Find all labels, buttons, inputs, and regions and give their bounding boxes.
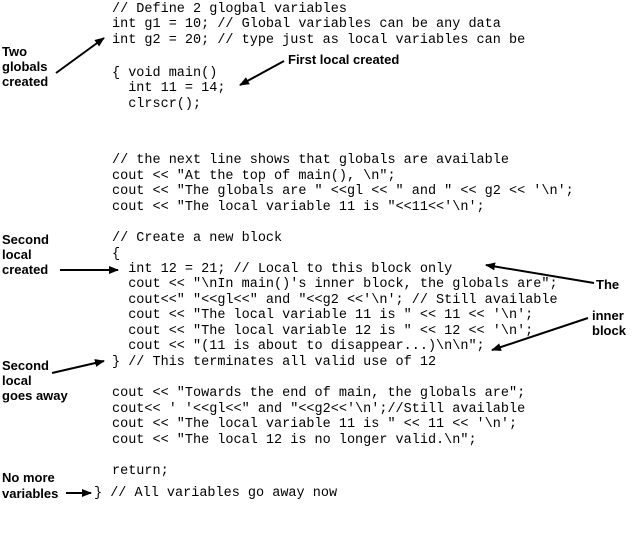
code-line-comment-globals-available: // the next line shows that globals are … (112, 153, 509, 168)
code-line-comment-define-globals: // Define 2 glogbal variables (112, 2, 347, 17)
annotation-two-globals-line-1: Two (2, 44, 28, 59)
annotation-no-more-variables-line-2: variables (2, 486, 59, 501)
code-line-cout-local-11: cout << "The local variable 11 is "<<11<… (112, 200, 485, 215)
annotation-inner-block-line-1: The (596, 277, 620, 292)
code-line-cout-towards-end: cout << "Towards the end of main, the gl… (112, 386, 526, 401)
code-line-cout-no-longer-valid: cout << "The local 12 is no longer valid… (112, 433, 477, 448)
arrow-first-local (239, 60, 285, 86)
arrow-inner-block-top (485, 262, 595, 284)
code-line-cout-globals-are: cout << "The globals are " <<gl << " and… (112, 184, 574, 199)
arrow-two-globals (55, 37, 105, 74)
code-line-int-12: int 12 = 21; // Local to this block only (112, 262, 453, 277)
code-line-void-main: { void main() (112, 66, 218, 81)
annotation-second-local-created-line-1: Second (2, 232, 49, 247)
code-line-close-brace-main: } // All variables go away now (94, 486, 338, 501)
code-line-clrscr: clrscr(); (112, 97, 202, 112)
code-line-cout-local-11-end: cout << "The local variable 11 is " << 1… (112, 417, 518, 432)
annotation-no-more-variables-line-1: No more (2, 470, 55, 485)
annotation-two-globals-line-3: created (2, 74, 49, 89)
code-line-int-g2: int g2 = 20; // type just as local varia… (112, 33, 526, 48)
code-line-cout-about-to-disappear: cout << "(11 is about to disappear...)\n… (112, 339, 485, 354)
annotation-inner-block-line-2: inner (592, 308, 624, 323)
annotation-two-globals-line-2: globals (2, 59, 48, 74)
code-line-int-11: int 11 = 14; (112, 81, 226, 96)
code-line-cout-top-of-main: cout << "At the top of main(), \n"; (112, 169, 396, 184)
annotation-second-local-created-line-2: local (2, 247, 32, 262)
annotation-first-local: First local created (288, 52, 400, 67)
code-line-int-g1: int g1 = 10; // Global variables can be … (112, 17, 501, 32)
code-line-cout-local-11-inner: cout << "The local variable 11 is " << 1… (112, 308, 534, 323)
code-line-cout-still-available-2: cout<< ' '<<gl<<" and "<<g2<<'\n';//Stil… (112, 402, 526, 417)
annotation-second-local-created-line-3: created (2, 262, 49, 277)
annotation-second-local-goes-away-line-2: local (2, 373, 32, 388)
code-line-return: return; (112, 464, 169, 479)
code-line-close-brace-inner: } // This terminates all valid use of 12 (112, 355, 437, 370)
code-line-cout-still-available: cout<<" "<<gl<<" and "<<g2 <<'\n'; // St… (112, 293, 558, 308)
annotation-inner-block-line-3: block (592, 323, 626, 338)
arrow-inner-block-bottom (491, 317, 589, 351)
arrow-second-local-goes-away (51, 359, 105, 374)
code-line-cout-inner-block: cout << "\nIn main()'s inner block, the … (112, 277, 558, 292)
code-line-cout-local-12-inner: cout << "The local variable 12 is " << 1… (112, 324, 534, 339)
code-line-comment-new-block: // Create a new block (112, 231, 283, 246)
code-line-open-brace: { (112, 247, 121, 262)
annotation-second-local-goes-away-line-3: goes away (2, 388, 68, 403)
annotation-second-local-goes-away-line-1: Second (2, 358, 49, 373)
